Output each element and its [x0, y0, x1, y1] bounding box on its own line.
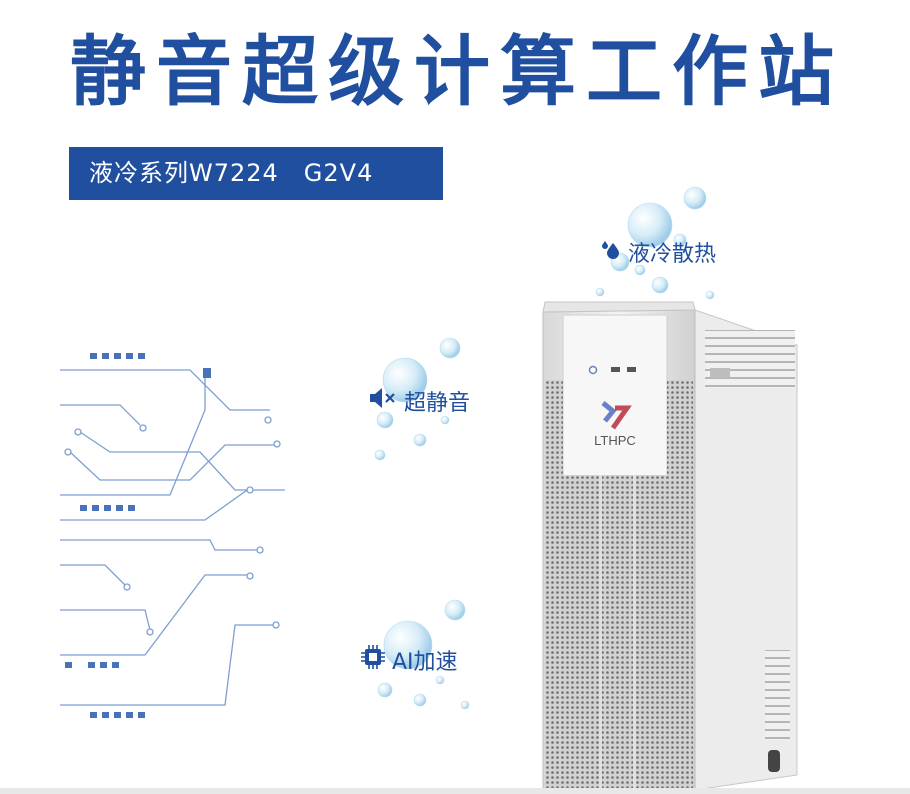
feature-silent-label: 超静音 [404, 391, 471, 416]
brand-logo-text: LTHPC [594, 433, 636, 448]
subtitle-banner: 液冷系列W7224 G2V4 [69, 147, 443, 200]
mute-speaker-icon [368, 387, 398, 415]
water-drops-icon [600, 239, 622, 265]
feature-ai: AI加速 [360, 644, 458, 676]
feature-liquid-cooling: 液冷散热 [600, 236, 716, 268]
circuit-decoration [60, 353, 285, 718]
feature-ai-label: AI加速 [392, 650, 458, 675]
feature-liquid-label: 液冷散热 [628, 242, 717, 267]
subtitle-text: 液冷系列W7224 G2V4 [89, 159, 374, 187]
headline: 静音超级计算工作站 [70, 27, 844, 116]
bottom-divider [0, 788, 910, 794]
feature-silent: 超静音 [368, 385, 470, 417]
chip-icon [360, 644, 386, 676]
workstation-tower-image: LTHPC [542, 301, 798, 790]
